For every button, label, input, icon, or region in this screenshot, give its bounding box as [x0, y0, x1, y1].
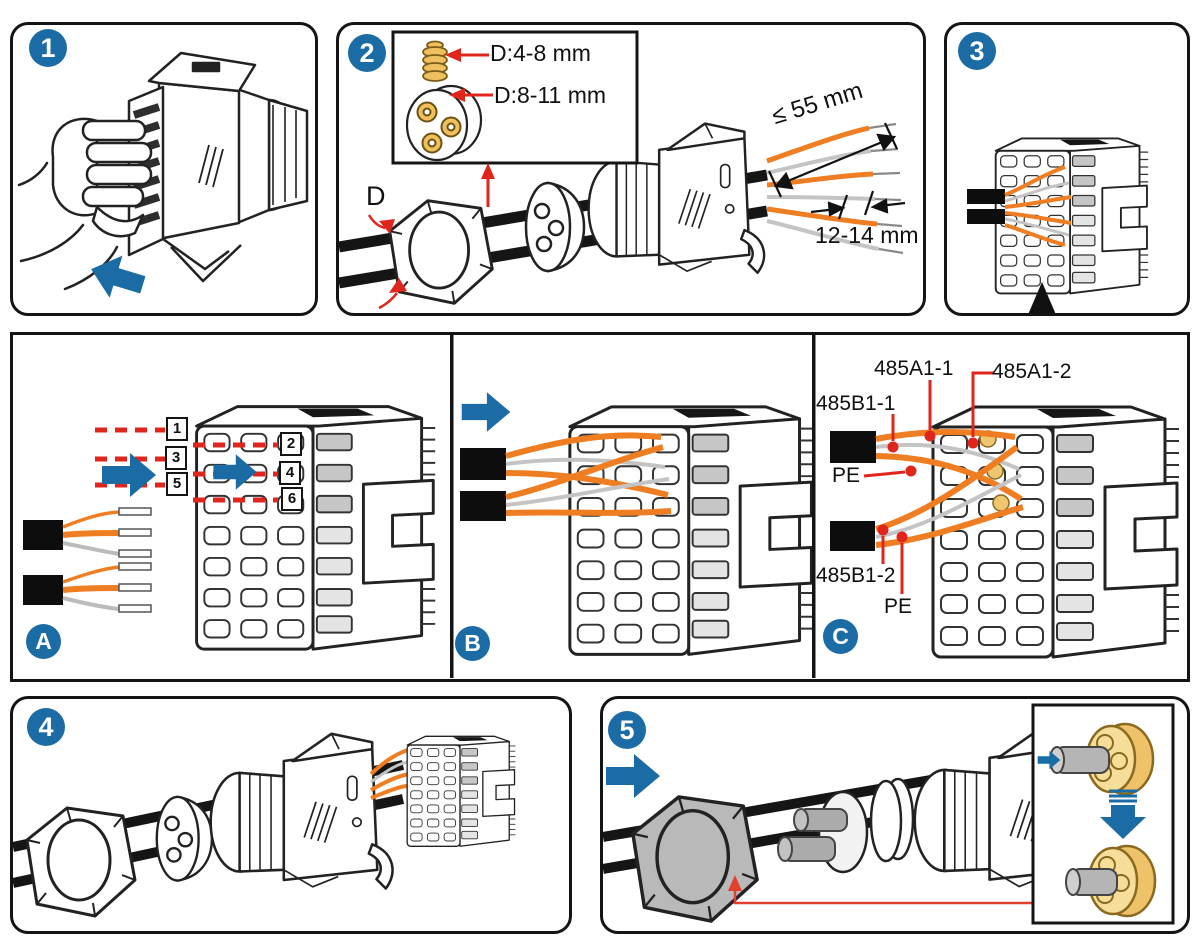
- cable-jacket: [830, 521, 875, 551]
- wire-ferrules: [118, 507, 152, 613]
- connector-body: [209, 732, 394, 890]
- cable-jacket: [460, 448, 506, 480]
- gland-nut: [25, 806, 137, 918]
- insert-pointer-triangle-icon: [1028, 282, 1056, 313]
- seal-plug-art: [405, 84, 483, 162]
- then-arrow-icon: [1100, 789, 1146, 839]
- sub-steps-illustration: [23, 335, 1181, 678]
- wires: [1004, 165, 1072, 247]
- cable-diameter-label: D: [366, 181, 386, 211]
- stripped-wires: [766, 122, 904, 255]
- plug-callout: [728, 875, 1033, 905]
- remove-terminal-block-illustration: [17, 51, 309, 306]
- connector-housing: [157, 81, 241, 241]
- step-2-badge: 2: [348, 34, 386, 72]
- wire-label-485a1-1: 485A1-1: [874, 357, 954, 380]
- wire-label-485b1-2: 485B1-2: [816, 564, 896, 587]
- plug-seated-step2: [1065, 844, 1157, 918]
- step-4-panel: [10, 696, 572, 934]
- step-3-badge: 3: [958, 32, 996, 70]
- step-5-panel: [600, 696, 1190, 934]
- wired-terminal-block-illustration: [967, 137, 1150, 313]
- seal-ring: [869, 777, 915, 863]
- tighten-gland-illustration: [603, 703, 1175, 925]
- inserted-wires: [505, 432, 672, 516]
- insert-direction-arrow-icon: [102, 453, 156, 497]
- inset-callout-arrows: [367, 48, 495, 310]
- terminal-tag-1: 1: [166, 417, 188, 441]
- rubber-seal: [524, 181, 586, 273]
- ferruled-wires: [62, 510, 120, 611]
- terminal-tag-3: 3: [165, 446, 187, 470]
- cable-prep-illustration: [339, 30, 906, 310]
- step-1-badge: 1: [29, 29, 67, 67]
- wire-label-pe-top: PE: [832, 464, 861, 487]
- wire-label-485a1-2: 485A1-2: [992, 360, 1072, 383]
- sub-step-b-badge: B: [455, 626, 490, 661]
- cable-jacket: [967, 189, 1005, 204]
- insert-direction-arrow-icon: [461, 392, 511, 432]
- cable-jacket: [460, 491, 506, 521]
- wire-label-pe-bottom: PE: [884, 595, 913, 618]
- terminal-tag-2: 2: [280, 432, 302, 456]
- sealing-plug-assembly: [777, 790, 869, 874]
- terminal-block: [406, 735, 517, 847]
- sub-step-a-badge: A: [26, 624, 61, 659]
- bare-wire-length-label: 12-14 mm: [815, 222, 919, 248]
- step-1-panel: [10, 22, 318, 316]
- cable-jacket: [830, 431, 876, 463]
- step-5-badge: 5: [608, 711, 646, 749]
- step-2-panel: D:4-8 mm D:8-11 mm D ≤ 55 mm 12-14 mm: [336, 22, 926, 316]
- wire-label-485b1-1: 485B1-1: [816, 392, 896, 415]
- terminal-tag-4: 4: [279, 461, 301, 485]
- wire-callout-lines: [863, 371, 994, 594]
- terminal-tag-6: 6: [281, 487, 303, 511]
- cable-jacket: [967, 209, 1005, 224]
- cable-jacket: [23, 520, 63, 550]
- cable-jacket: [23, 575, 63, 605]
- plug-dimension-label: D:8-11 mm: [494, 82, 607, 108]
- push-direction-arrow-icon: [606, 754, 660, 798]
- strip-length-dimension: [768, 122, 898, 198]
- terminal-block-b: [568, 405, 815, 656]
- step-4-badge: 4: [27, 708, 65, 746]
- sub-steps-panel: 1 3 5 2 4 6 485A1-1 485A1-2 485B1-1 PE 4…: [10, 332, 1190, 682]
- spring-dimension-label: D:4-8 mm: [490, 40, 591, 66]
- bare-length-dimension: [810, 190, 906, 220]
- spring-art: [422, 40, 448, 82]
- sub-step-c-badge: C: [823, 619, 858, 654]
- pull-direction-arrow-icon: [84, 248, 150, 306]
- hand: [17, 117, 153, 291]
- step-3-panel: [944, 22, 1190, 316]
- terminal-tag-5: 5: [166, 472, 188, 496]
- reassemble-connector-illustration: [13, 732, 517, 918]
- terminal-block-a: [195, 405, 437, 651]
